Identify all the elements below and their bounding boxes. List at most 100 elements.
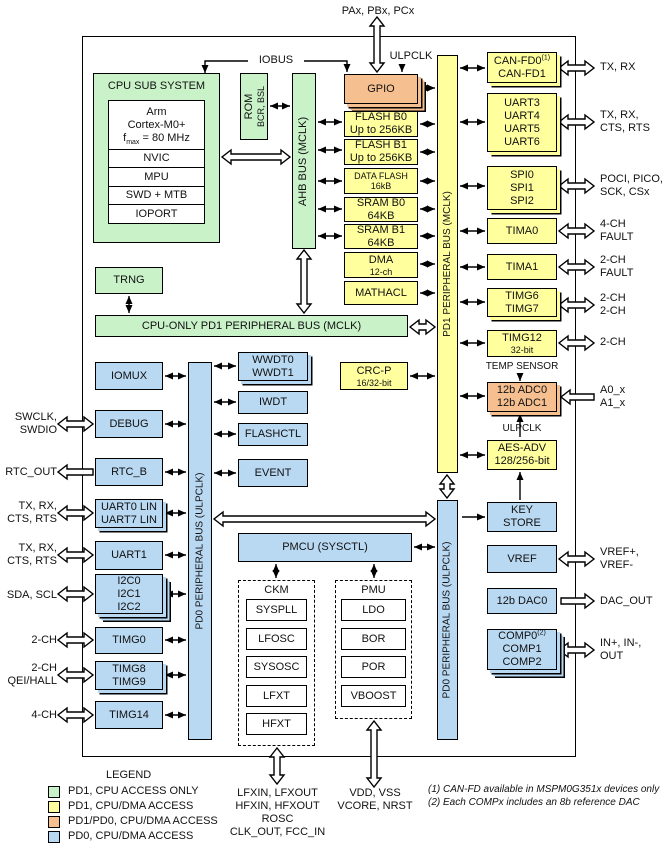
pin-spi-signals: POCI, PICO,SCK, CSx [600,173,663,198]
temp-sensor-label: TEMP SENSOR [485,361,559,372]
pin-timg14-ch: 4-CH [31,709,57,721]
legend-swatch-green [48,786,60,798]
arm-core-block: Arm Cortex-M0+ fmax = 80 MHz [108,100,205,150]
uart1-block: UART1 [95,541,163,570]
legend-swatch-yellow [48,801,60,813]
arm-fmax: fmax = 80 MHz [123,131,190,146]
vref-block: VREF [487,545,557,573]
arm-line2: Cortex-M0+ [127,118,186,131]
gpio-block: GPIO [344,74,418,104]
top-pins-label: PAx, PBx, PCx [341,5,415,17]
can-fd0-label: CAN-FD0(1) [493,53,551,67]
legend-label-green: PD1, CPU ACCESS ONLY [68,785,199,797]
ldo-block: LDO [341,599,406,621]
legend-label-yellow: PD1, CPU/DMA ACCESS [68,800,194,812]
mathacl-block: MATHACL [344,281,418,305]
pin-timg0-ch: 2-CH [31,634,57,646]
footnotes: (1) CAN-FD available in MSPM0G351x devic… [428,783,663,809]
footnote-2: (2) Each COMPx includes an 8b reference … [428,797,640,808]
iomux-block: IOMUX [95,362,163,390]
pd0-bus-left: PD0 PERIPHERAL BUS (ULPCLK) [188,362,212,740]
nvic-block: NVIC [108,148,205,169]
pd0-bus-right: PD0 PERIPHERAL BUS (ULPCLK) [437,500,458,740]
cpu-subsystem-title: CPU SUB SYSTEM [107,80,206,92]
flashctl-block: FLASHCTL [238,423,308,446]
rom-label: ROM BCR, BSL [242,85,266,128]
swd-mtb-block: SWD + MTB [108,185,205,206]
vboost-block: VBOOST [341,685,406,707]
pin-uart0-signals: TX, RX,CTS, RTS [7,500,57,525]
legend-label-orange: PD1/PD0, CPU/DMA ACCESS [68,815,218,827]
tima1-block: TIMA1 [487,254,557,280]
iwdt-block: IWDT [238,391,308,414]
lfosc-block: LFOSC [246,628,307,650]
comp0-label: COMP0(2) [498,629,546,642]
legend-label-blue: PD0, CPU/DMA ACCESS [68,830,194,842]
iobus-label: IOBUS [248,54,304,67]
sysosc-block: SYSOSC [246,656,307,678]
footnote-1: (1) CAN-FD available in MSPM0G351x devic… [428,784,660,795]
cpu-only-pd1-bus-label: CPU-ONLY PD1 PERIPHERAL BUS (MCLK) [141,319,362,332]
hfxt-block: HFXT [246,713,307,735]
por-block: POR [341,656,406,678]
can-fd-block: CAN-FD0(1) CAN-FD1 [487,52,557,83]
ulpclk-adc-label: ULPCLK [502,423,542,434]
rom-block: ROM BCR, BSL [240,73,268,140]
ulpclk-top-label: ULPCLK [389,50,433,62]
pd1-peripheral-bus: PD1 PERIPHERAL BUS (MCLK) [437,55,458,473]
tima0-block: TIMA0 [487,218,557,244]
pd0-bus-right-label: PD0 PERIPHERAL BUS (ULPCLK) [441,541,453,699]
can-fd1-label: CAN-FD1 [498,67,546,80]
event-block: EVENT [238,459,308,487]
legend-title: LEGEND [106,769,152,781]
ckm-title: CKM [264,584,289,596]
dac-block: 12b DAC0 [487,588,557,614]
pin-timg12-ch: 2-CH [600,336,626,348]
pin-dac-out: DAC_OUT [600,595,653,607]
ahb-bus: AHB BUS (MCLK) [292,73,316,249]
arm-line1: Arm [146,105,167,118]
ioport-block: IOPORT [108,204,205,224]
pin-swclk-swdio: SWCLK,SWDIO [14,411,57,436]
debug-block: DEBUG [95,410,163,438]
syspll-block: SYSPLL [246,599,307,621]
pin-comp-io: IN+, IN-,OUT [600,637,642,662]
pin-i2c-signals: SDA, SCL [6,589,57,601]
pin-rtc-out: RTC_OUT [5,466,57,478]
rtc-block: RTC_B [95,458,163,486]
legend-swatch-blue [48,831,60,843]
cpu-only-pd1-bus: CPU-ONLY PD1 PERIPHERAL BUS (MCLK) [95,315,408,337]
pin-vref: VREF+,VREF- [600,546,639,571]
pd0-bus-left-label: PD0 PERIPHERAL BUS (ULPCLK) [194,472,205,630]
timg14-block: TIMG14 [95,701,163,729]
pd1-bus-label: PD1 PERIPHERAL BUS (MCLK) [441,191,453,337]
mpu-block: MPU [108,167,205,187]
pin-uart-signals: TX, RX,CTS, RTS [600,109,650,134]
pin-uart1-signals: TX, RX,CTS, RTS [7,542,57,567]
trng-block: TRNG [95,267,163,294]
